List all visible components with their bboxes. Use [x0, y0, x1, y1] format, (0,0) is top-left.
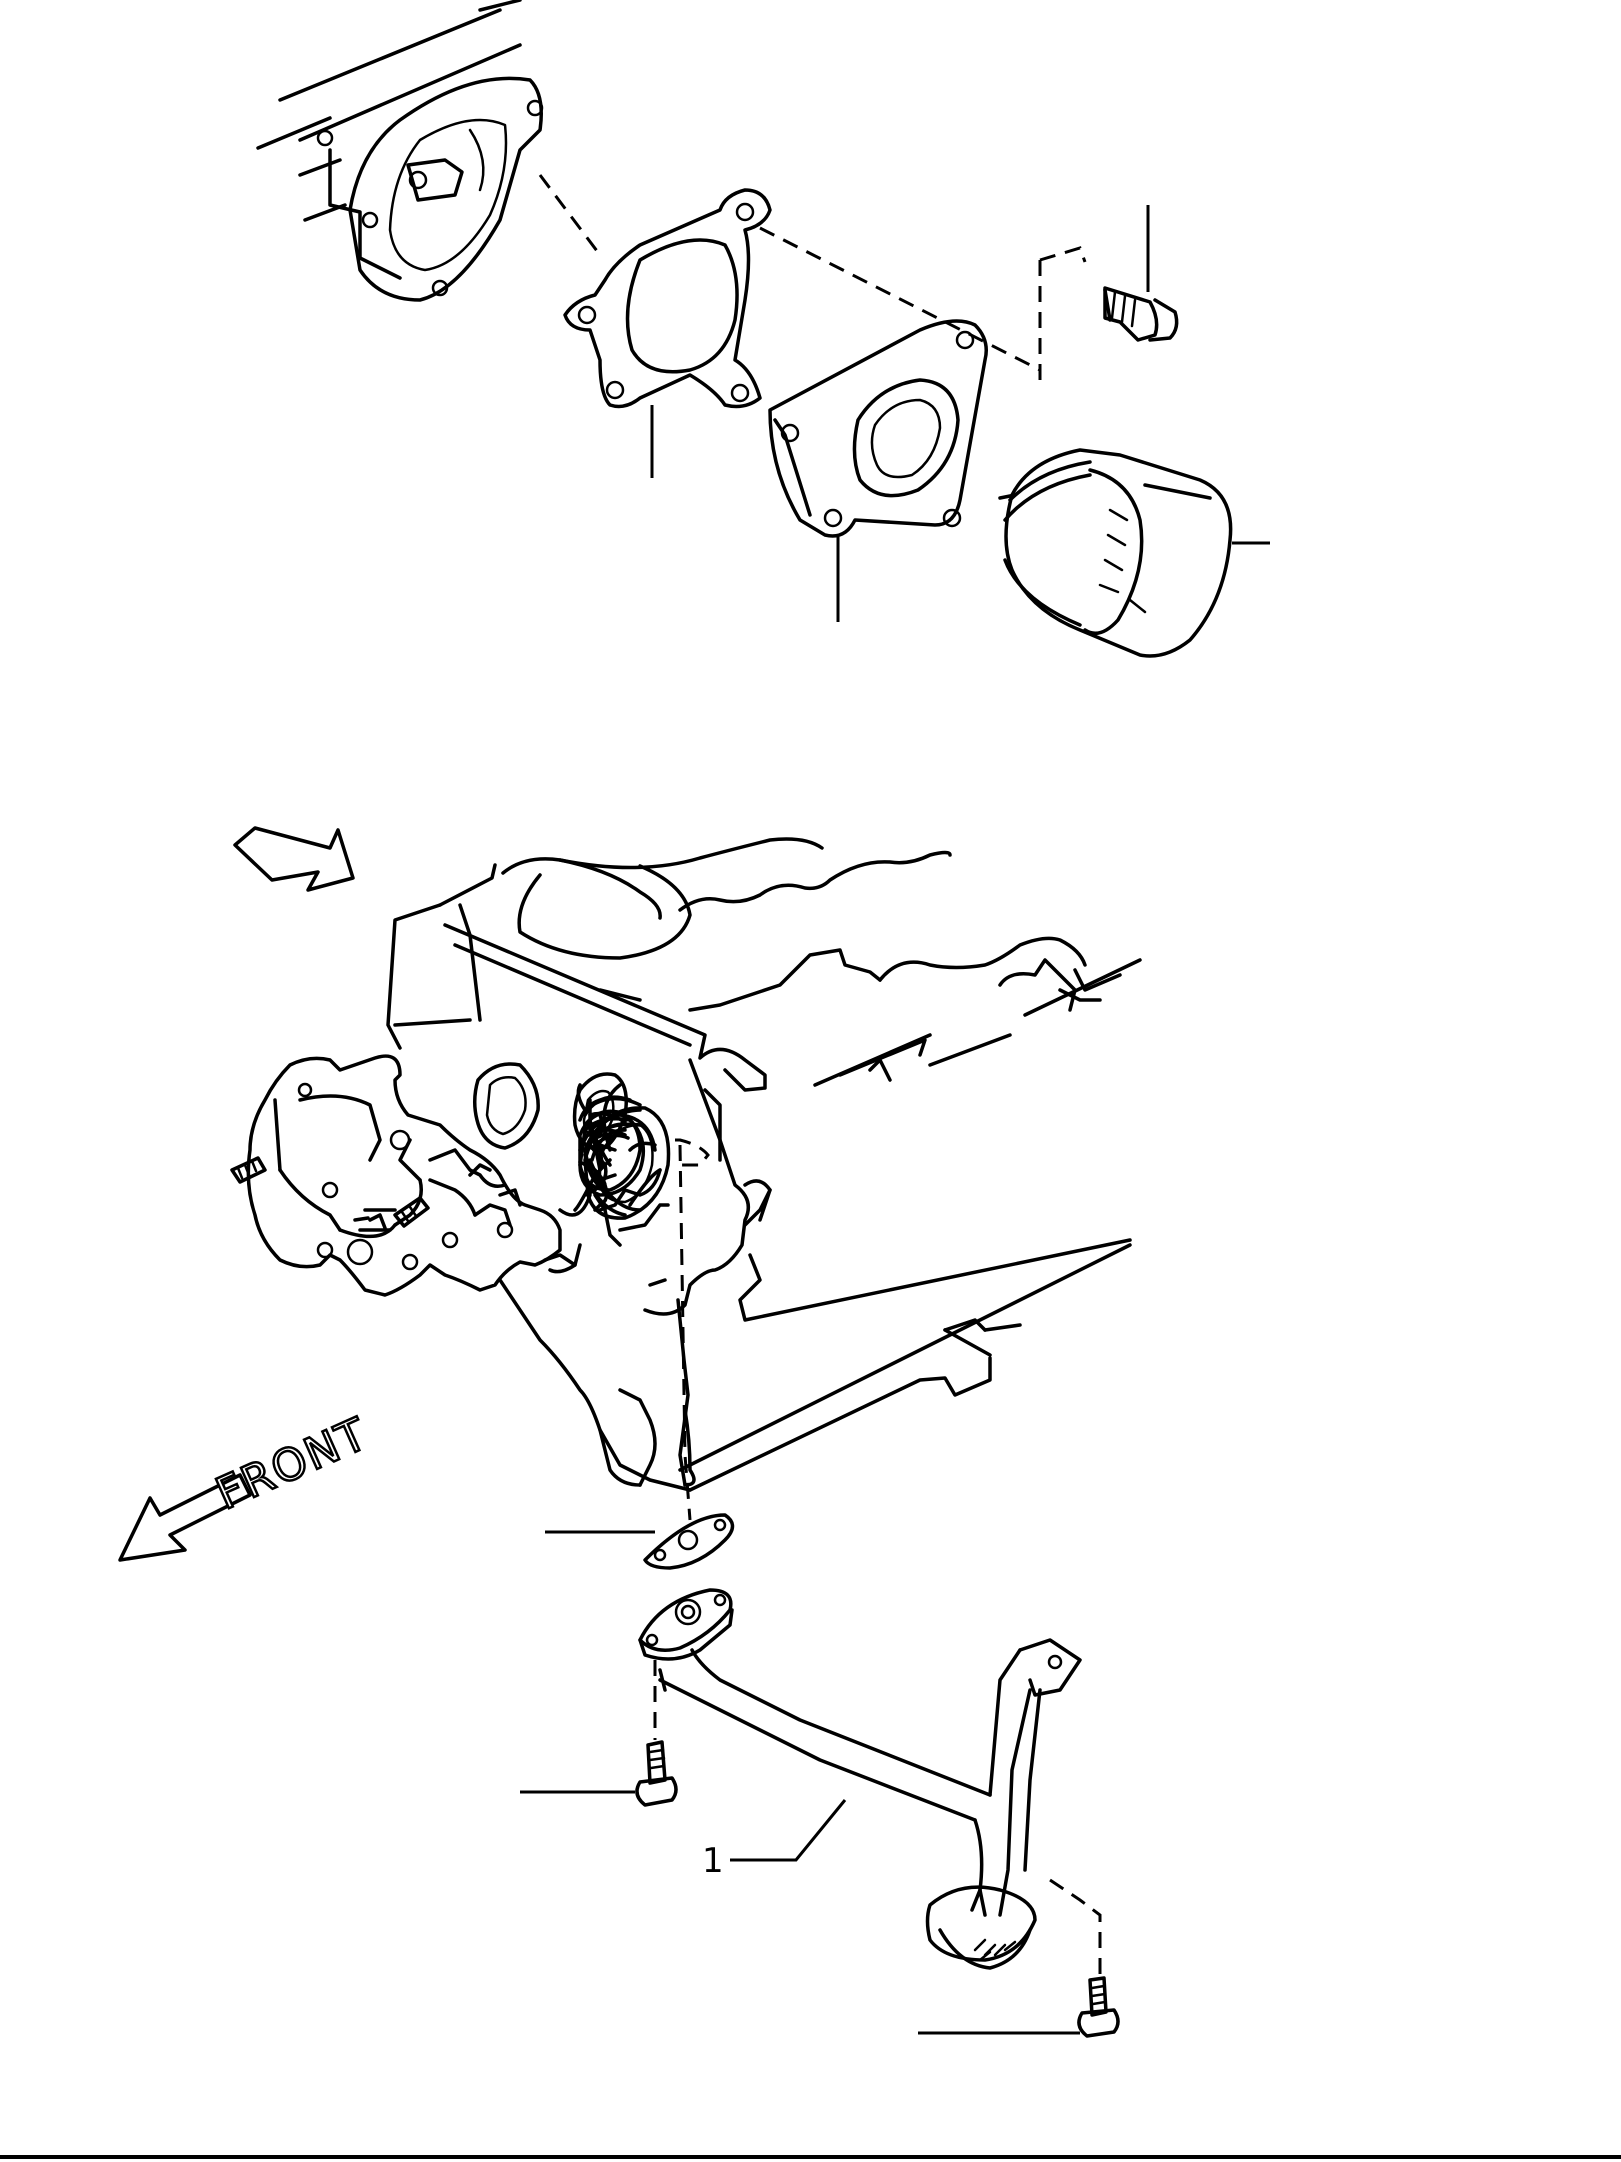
oil-strainer: [638, 1588, 1082, 1970]
oil-gallery-line: [678, 1144, 692, 1521]
engine-block: [386, 837, 1142, 1492]
engine-mounting-face: [256, 0, 544, 302]
large-front-bore: [583, 1106, 671, 1220]
filter-bracket: [768, 319, 988, 538]
bolt-assembly-line-right: [1049, 1878, 1102, 1975]
front-arrow-icon: [118, 1473, 252, 1562]
assembly-line-2: [759, 226, 1041, 372]
front-arrow: FRONT: [118, 1407, 377, 1562]
gasket: [563, 188, 772, 409]
leader-line-strainer: [730, 1799, 847, 1862]
front-face-bores: [543, 1072, 670, 1287]
bore-main: [590, 1133, 630, 1150]
strainer-gasket: [643, 1513, 735, 1570]
dowel-pin-right: [393, 1196, 430, 1228]
view-arrow-icon: [233, 826, 355, 892]
timing-case-gasket: [246, 1054, 562, 1297]
oil-filter: [998, 448, 1233, 658]
assembly-line-3: [1038, 246, 1087, 380]
callout-number: 1: [702, 1841, 724, 1881]
engine-block-assembly: FRONT: [118, 826, 1142, 2038]
oil-gallery-outline: [675, 1138, 710, 1167]
front-bore: [583, 1109, 620, 1127]
strainer-bolt-left: [635, 1740, 678, 1807]
assembly-line-1: [538, 174, 602, 256]
front-label: FRONT: [209, 1408, 376, 1520]
strainer-bolt-right: [1077, 1976, 1120, 2038]
dowel-pin-left: [230, 1156, 267, 1184]
oil-filter-assembly: [256, 0, 1270, 658]
page-bottom-rule: [0, 2155, 1621, 2159]
bracket-bolt: [1103, 286, 1179, 342]
